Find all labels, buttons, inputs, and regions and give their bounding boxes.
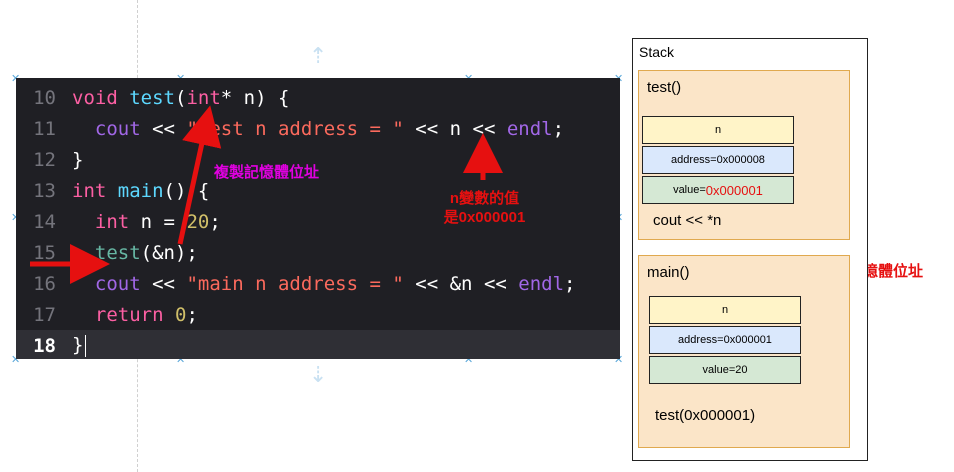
line-number: 10 bbox=[33, 86, 56, 109]
main-var-value: value=20 bbox=[649, 356, 801, 384]
line-number: 11 bbox=[33, 117, 56, 140]
stack-title: Stack bbox=[639, 44, 675, 60]
line-number: 17 bbox=[33, 303, 56, 326]
resize-down-arrow-icon[interactable]: ⇣ bbox=[309, 363, 328, 388]
test-var-address: address=0x000008 bbox=[642, 146, 794, 174]
text-cursor bbox=[85, 334, 87, 357]
main-frame-title: main() bbox=[647, 264, 690, 281]
selection-handle-icon[interactable]: ✕ bbox=[176, 353, 186, 366]
code-line: 12 } bbox=[16, 144, 620, 175]
annotation-copy-address-left: 複製記憶體位址 bbox=[214, 164, 320, 181]
stack-container: Stack test() n address=0x000008 value=0x… bbox=[632, 38, 868, 461]
main-var-address: address=0x000001 bbox=[649, 326, 801, 354]
test-var-value: value=0x000001 bbox=[642, 176, 794, 204]
test-frame: test() n address=0x000008 value=0x000001… bbox=[638, 70, 850, 240]
selection-handle-icon[interactable]: ✕ bbox=[11, 353, 21, 366]
main-frame: main() n address=0x000001 value=20 test(… bbox=[638, 255, 850, 448]
code-editor[interactable]: 10 void test(int* n) { 11 cout << "test … bbox=[16, 78, 620, 359]
resize-up-arrow-icon[interactable]: ⇡ bbox=[309, 44, 328, 69]
line-number: 13 bbox=[33, 179, 56, 202]
test-var-name: n bbox=[642, 116, 794, 144]
code-line: 17 return 0; bbox=[16, 299, 620, 330]
line-number: 18 bbox=[33, 334, 56, 357]
selection-handle-icon[interactable]: ✕ bbox=[11, 212, 20, 223]
line-number: 14 bbox=[33, 210, 56, 233]
code-line: 11 cout << "test n address = " << n << e… bbox=[16, 113, 620, 144]
line-number: 12 bbox=[33, 148, 56, 171]
line-number: 16 bbox=[33, 272, 56, 295]
selection-handle-icon[interactable]: ✕ bbox=[11, 73, 20, 84]
test-frame-title: test() bbox=[647, 79, 682, 96]
annotation-n-value: n變數的值 是0x000001 bbox=[443, 190, 526, 226]
code-line-current: 18 } bbox=[16, 330, 620, 359]
selection-handle-icon[interactable]: ✕ bbox=[614, 353, 624, 366]
code-line: 10 void test(int* n) { bbox=[16, 82, 620, 113]
code-line: 15 test(&n); bbox=[16, 237, 620, 268]
selection-handle-icon[interactable]: ✕ bbox=[464, 353, 474, 366]
test-frame-statement: cout << *n bbox=[653, 212, 722, 229]
main-frame-statement: test(0x000001) bbox=[655, 407, 756, 424]
code-line: 16 cout << "main n address = " << &n << … bbox=[16, 268, 620, 299]
main-var-name: n bbox=[649, 296, 801, 324]
line-number: 15 bbox=[33, 241, 56, 264]
